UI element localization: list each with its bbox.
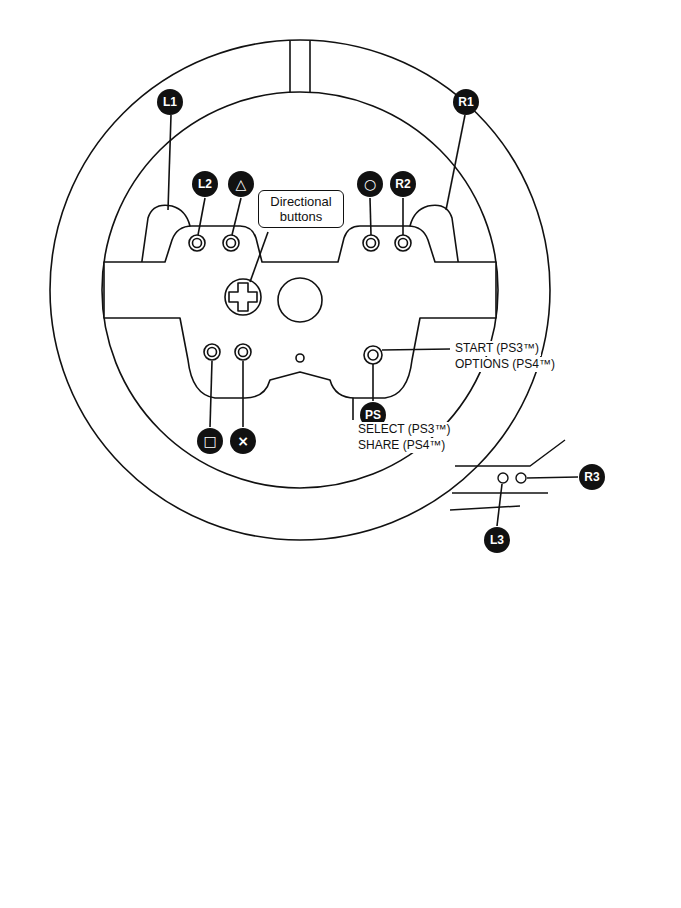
leader-line [527,477,578,478]
button-name: SELECT (PS3™) [356,422,452,437]
callout-label: L3 [490,534,504,546]
button-cap [367,239,376,248]
callout-circle: ○ [357,171,383,197]
wheel-body [50,40,550,540]
button [189,235,205,251]
button-cap [239,348,248,357]
button [235,344,251,360]
leader-line [446,115,465,210]
leader-line [210,361,212,427]
button-cap [208,348,217,357]
inset-edge [450,506,520,510]
leader-lines [168,115,578,526]
button [223,235,239,251]
callout-circle: □ [197,428,223,454]
inset-detail [450,440,565,510]
top-stripe [289,41,291,92]
leader-line [198,198,205,235]
wheel-inner-edge [102,92,498,488]
button-cap [227,239,236,248]
button-cap [193,239,202,248]
leader-line [372,364,374,401]
leader-line [370,198,371,235]
button [516,473,526,483]
button [363,235,379,251]
leader-line [168,115,171,210]
button [204,344,220,360]
button-name: OPTIONS (PS4™) [453,357,557,372]
d-pad [225,279,261,315]
button-cap [399,239,408,248]
callout-label: △ [236,177,247,191]
inset-edge [455,440,565,466]
label-box: Directional buttons [258,190,344,228]
screw-dot [296,354,304,362]
button [364,346,382,364]
leader-line [242,361,244,427]
callout-label: ○ [364,177,376,191]
leader-line [232,198,241,235]
button [498,473,508,483]
callout-circle: R1 [453,89,479,115]
leader-line [250,232,268,282]
spoke-plate [104,226,496,398]
hub [278,278,322,322]
top-stripe [309,41,311,92]
callout-label: □ [203,434,216,448]
leader-line [382,349,450,350]
callout-circle: × [230,428,256,454]
callout-label: L2 [198,178,212,190]
button-name: START (PS3™) [453,341,541,356]
leader-line [402,198,404,235]
callout-label: R1 [458,96,473,108]
callout-circle: L2 [192,171,218,197]
leader-line [497,484,502,526]
button [395,235,411,251]
box-text: Directional buttons [264,194,338,224]
button-cap [368,350,378,360]
callout-circle: R3 [579,464,605,490]
callout-circle: L3 [484,527,510,553]
d-pad-cross [229,283,257,311]
callout-circle: L1 [157,89,183,115]
callout-label: PS [365,409,381,421]
leader-line [352,398,354,420]
wheel-rim [50,40,550,540]
callout-circle: △ [228,171,254,197]
callout-label: × [237,434,249,448]
callout-circle: R2 [390,171,416,197]
callout-label: L1 [163,96,177,108]
callout-label: R3 [584,471,599,483]
inset-edge [452,492,548,493]
callout-label: R2 [395,178,410,190]
button-name: SHARE (PS4™) [356,438,447,453]
